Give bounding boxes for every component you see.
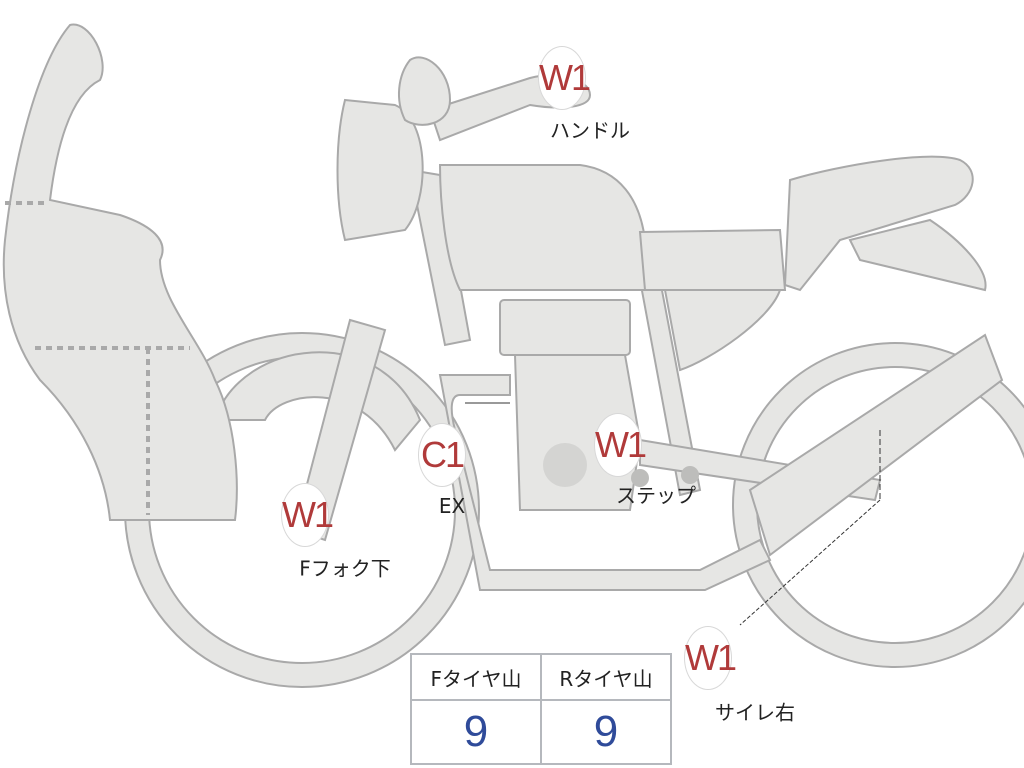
tire-tread-table: Fタイヤ山 Rタイヤ山 9 9 bbox=[410, 653, 672, 765]
fuel-tank bbox=[438, 164, 646, 291]
seat bbox=[638, 228, 787, 291]
damage-label-step: ステップ bbox=[616, 483, 696, 508]
damage-label-exhaust: EX bbox=[438, 494, 466, 518]
muffler bbox=[748, 333, 1004, 557]
damage-marker-muffler: W1 bbox=[684, 626, 737, 690]
fork bbox=[293, 318, 387, 542]
front-tire-header: Fタイヤ山 bbox=[410, 653, 542, 701]
damage-marker-step: W1 bbox=[594, 413, 647, 477]
damage-marker-exhaust: C1 bbox=[418, 423, 466, 487]
fairing bbox=[2, 23, 238, 521]
damage-label-handlebar: ハンドル bbox=[550, 118, 630, 143]
exhaust-pipe bbox=[438, 374, 772, 591]
rear-wheel-inner bbox=[734, 344, 1024, 666]
frame-down bbox=[408, 168, 472, 347]
damage-label-front-fork: Fフォク下 bbox=[299, 556, 391, 581]
tail-cowl bbox=[783, 155, 974, 292]
mirror bbox=[398, 56, 452, 126]
engine-top bbox=[499, 299, 631, 356]
engine-cover bbox=[543, 443, 587, 487]
damage-marker-handlebar: W1 bbox=[538, 46, 591, 110]
damage-label-muffler: サイレ右 bbox=[715, 700, 795, 725]
rear-tire-header: Rタイヤ山 bbox=[540, 653, 672, 701]
front-tire-value: 9 bbox=[410, 699, 542, 765]
side-cover bbox=[663, 289, 782, 372]
rear-fender bbox=[848, 218, 987, 292]
rear-tire-value: 9 bbox=[540, 699, 672, 765]
headlight bbox=[336, 98, 424, 242]
damage-marker-front-fork: W1 bbox=[281, 483, 334, 547]
